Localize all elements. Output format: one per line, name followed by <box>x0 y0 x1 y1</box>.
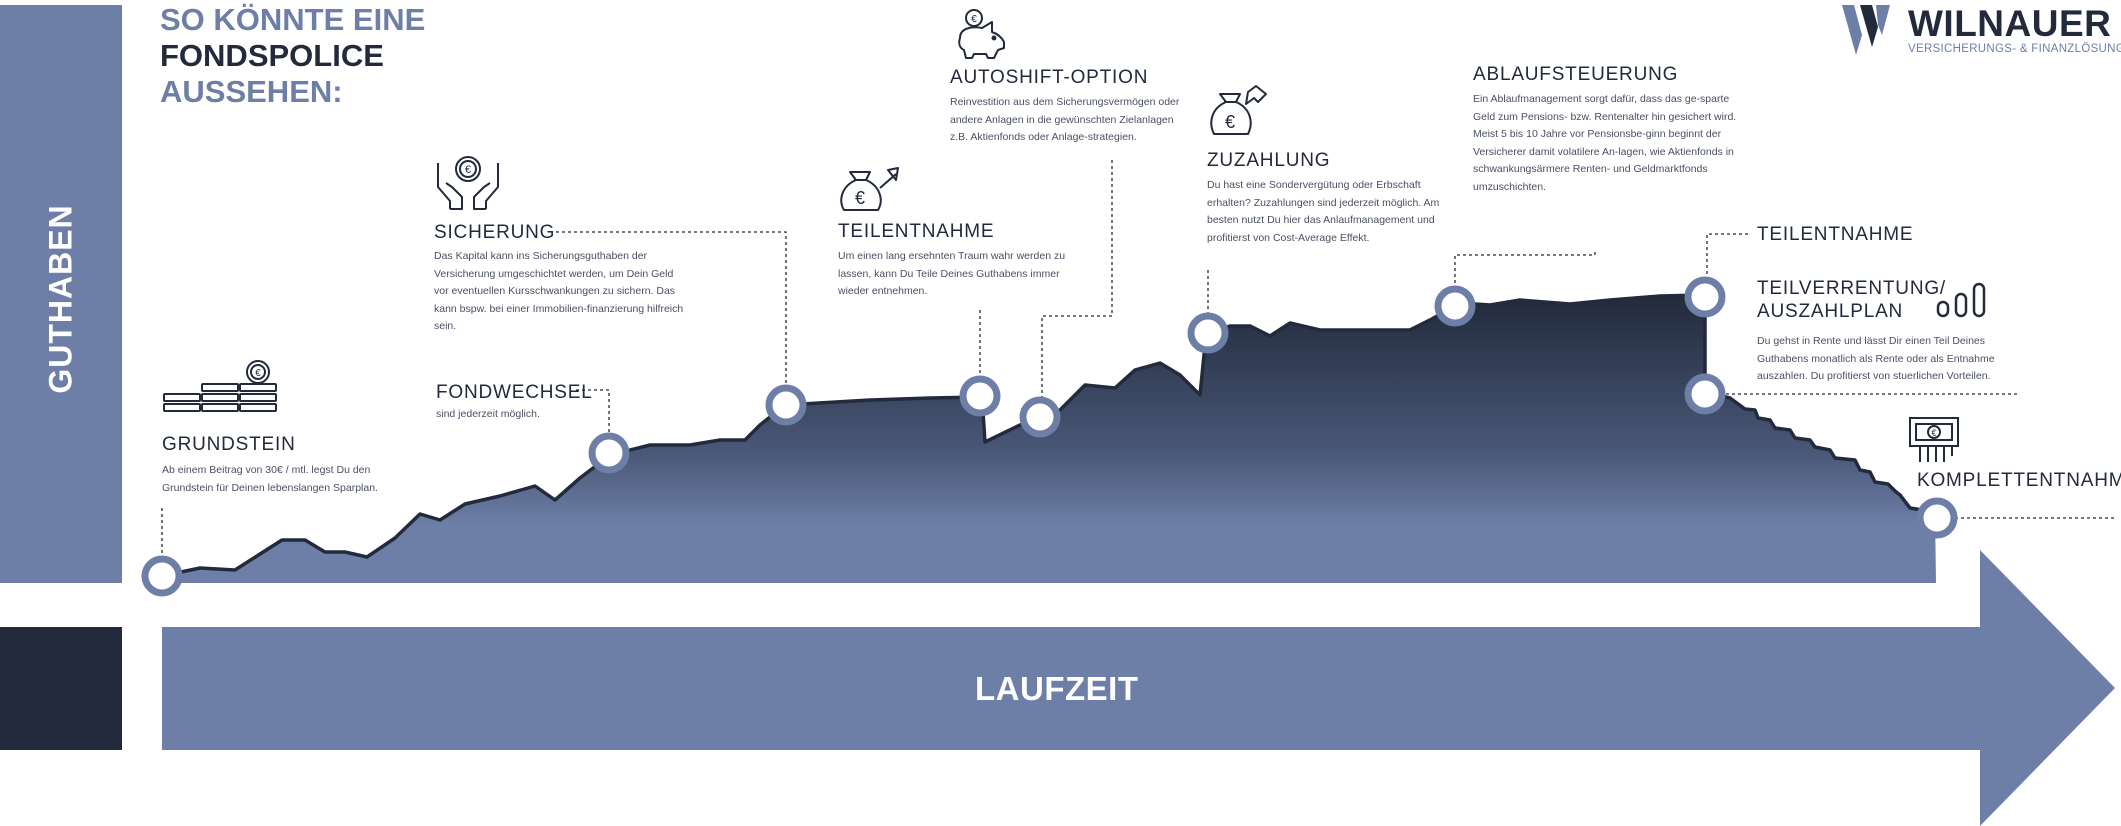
teilentnahme-1-text: Um einen lang ersehnten Traum wahr werde… <box>838 250 1066 297</box>
zuzahlung-text: Du hast eine Sondervergütung oder Erbsch… <box>1207 179 1440 244</box>
logo-w-icon <box>1842 5 1890 55</box>
teilentnahme-2-title: TEILENTNAHME <box>1757 224 1914 245</box>
page-title: SO KÖNNTE EINE FONDSPOLICE AUSSEHEN: <box>160 2 425 110</box>
grundstein-text: Ab einem Beitrag von 30€ / mtl. legst Du… <box>162 464 378 494</box>
coins-stack-icon: € <box>163 360 277 412</box>
ablaufsteuerung-text: Ein Ablaufmanagement sorgt dafür, dass d… <box>1473 93 1737 193</box>
bar-chart-icon <box>1936 282 1986 318</box>
komplettentnahme-title: KOMPLETTENTNAHME <box>1917 470 2121 491</box>
marker-autoshift <box>1019 396 1061 438</box>
sicherung-text: Das Kapital kann ins Sicherungsguthaben … <box>434 250 684 332</box>
logo-name: WILNAUER <box>1908 3 2112 44</box>
marker-teilverrentung <box>1684 373 1726 415</box>
svg-text:€: € <box>855 188 865 208</box>
teilverrentung-text: Du gehst in Rente und lässt Dir einen Te… <box>1757 335 1995 382</box>
marker-ablaufsteuerung <box>1434 285 1476 327</box>
marker-komplettentnahme <box>1916 497 1958 539</box>
axis-corner-block <box>0 627 122 750</box>
fondwechsel-title: FONDWECHSEL <box>436 382 593 403</box>
title-line-1: SO KÖNNTE EINE <box>160 2 426 37</box>
logo-subtitle: VERSICHERUNGS- & FINANZLÖSUNGEN <box>1908 43 2121 55</box>
y-axis-bar: GUTHABEN <box>0 5 122 583</box>
ablaufsteuerung-title: ABLAUFSTEUERUNG <box>1473 64 1679 85</box>
title-line-2: FONDSPOLICE <box>160 38 384 73</box>
title-line-3: AUSSEHEN: <box>160 74 343 109</box>
marker-zuzahlung <box>1187 312 1229 354</box>
money-bag-in-icon: € <box>1210 85 1267 135</box>
sicherung-title: SICHERUNG <box>434 222 556 243</box>
zuzahlung-title: ZUZAHLUNG <box>1207 150 1331 171</box>
piggy-bank-icon: € <box>958 9 1005 59</box>
marker-teilentnahme-1 <box>959 375 1001 417</box>
marker-sicherung <box>765 384 807 426</box>
money-bag-out-icon: € <box>840 167 899 211</box>
teilverrentung-title-line-2: AUSZAHLPLAN <box>1757 301 1904 322</box>
svg-text:€: € <box>465 164 471 176</box>
autoshift-text: Reinvestition aus dem Sicherungsvermögen… <box>950 96 1180 143</box>
svg-text:€: € <box>255 368 261 379</box>
fondwechsel-text: sind jederzeit möglich. <box>436 408 540 420</box>
balance-line <box>161 293 1936 578</box>
teilentnahme-1-title: TEILENTNAHME <box>838 221 995 242</box>
hands-euro-coin-icon: € <box>437 156 499 210</box>
grundstein-title: GRUNDSTEIN <box>162 434 296 455</box>
cash-bill-icon: € <box>1909 417 1959 462</box>
svg-text:€: € <box>1931 428 1936 438</box>
autoshift-title: AUTOSHIFT-OPTION <box>950 67 1149 88</box>
marker-grundstein <box>141 555 183 597</box>
svg-text:€: € <box>1225 112 1235 132</box>
milestone-markers <box>141 276 1958 597</box>
marker-fondwechsel <box>588 432 630 474</box>
svg-text:€: € <box>971 14 977 25</box>
wilnauer-logo: WILNAUER VERSICHERUNGS- & FINANZLÖSUNGEN <box>1842 3 2121 63</box>
teilverrentung-title-line-1: TEILVERRENTUNG/ <box>1757 278 1947 299</box>
x-axis-arrow <box>162 550 2115 826</box>
connector-lines <box>161 160 2115 560</box>
x-axis-label: LAUFZEIT <box>975 670 1139 707</box>
marker-teilentnahme-2 <box>1684 276 1726 318</box>
balance-area <box>162 295 1936 583</box>
